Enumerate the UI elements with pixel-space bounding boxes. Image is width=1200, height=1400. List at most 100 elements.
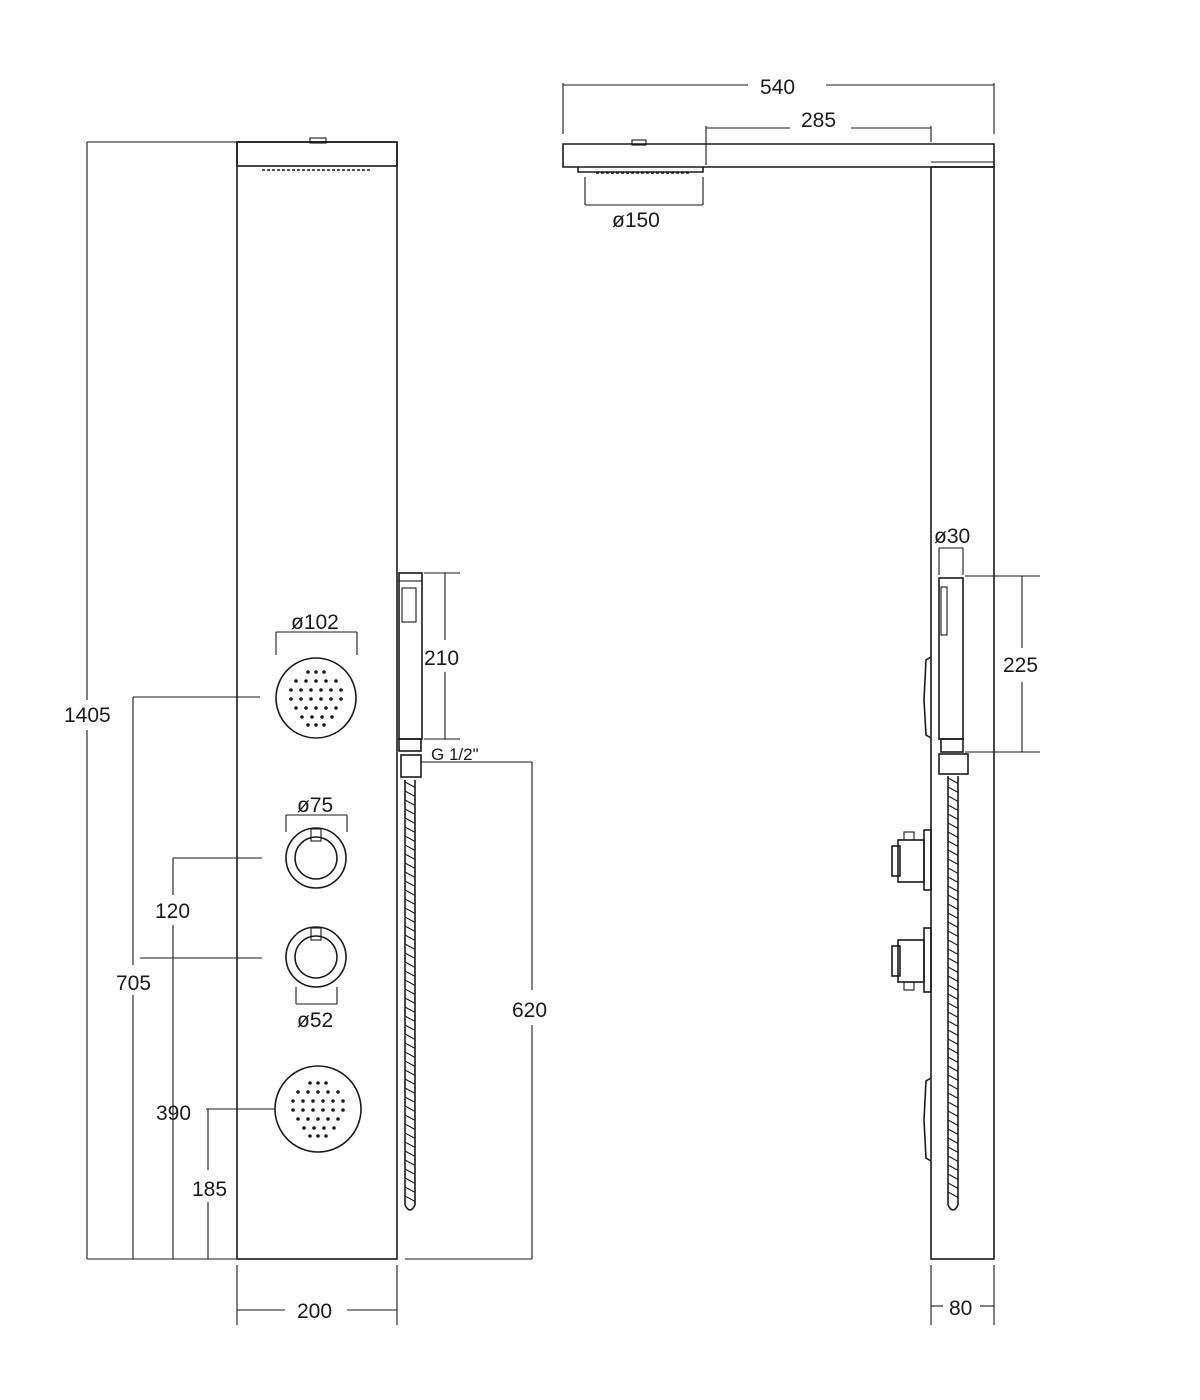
upper-body-jet: [275, 657, 357, 739]
dim-head-diameter: ø150: [612, 209, 660, 232]
side-upper-knob: [891, 829, 932, 891]
nozzle-dot: [302, 1126, 306, 1130]
nozzle-dot: [319, 697, 323, 701]
nozzle-dot: [341, 1108, 345, 1112]
dim-knob-spacing: 120: [155, 900, 190, 923]
nozzle-dot: [334, 706, 338, 710]
nozzle-dot: [309, 688, 313, 692]
front-top-button: [309, 137, 327, 144]
nozzle-dot: [324, 679, 328, 683]
nozzle-dot: [314, 679, 318, 683]
dim-total-projection: 540: [760, 76, 795, 99]
nozzle-dot: [324, 1081, 328, 1085]
side-top-button: [631, 139, 647, 146]
upper-jet-nozzles: [289, 670, 343, 727]
side-rainhead: [577, 167, 704, 174]
nozzle-dot: [329, 697, 333, 701]
dim-connection-thread: G 1/2": [431, 745, 479, 764]
dim-arm-length: 285: [801, 109, 836, 132]
nozzle-dot: [309, 697, 313, 701]
nozzle-dot: [308, 1081, 312, 1085]
nozzle-dot: [320, 715, 324, 719]
nozzle-dot: [289, 688, 293, 692]
nozzle-dot: [312, 1126, 316, 1130]
nozzle-dot: [289, 697, 293, 701]
side-view: [562, 139, 995, 1260]
dim-jet-diameter: ø102: [291, 611, 339, 634]
dim-height-total: 1405: [64, 704, 111, 727]
nozzle-dot: [319, 688, 323, 692]
side-handshower: [938, 577, 969, 775]
dim-hose-outlet-height: 620: [512, 999, 547, 1022]
front-dimensions: 1405 705 120 390 185 200 ø102 ø: [64, 141, 547, 1325]
nozzle-dot: [299, 688, 303, 692]
nozzle-dot: [296, 1117, 300, 1121]
side-top-arm: [562, 143, 995, 168]
nozzle-dot: [314, 670, 318, 674]
nozzle-dot: [291, 1108, 295, 1112]
nozzle-dot: [301, 1099, 305, 1103]
front-hose: [404, 780, 416, 1211]
nozzle-dot: [324, 1134, 328, 1138]
nozzle-dot: [322, 723, 326, 727]
side-hose: [947, 776, 959, 1211]
dim-lower-knob-height: 705: [116, 972, 151, 995]
dim-handshower-length-side: 225: [1003, 654, 1038, 677]
nozzle-dot: [330, 715, 334, 719]
front-panel-top-cap: [236, 141, 398, 167]
nozzle-dot: [336, 1117, 340, 1121]
dim-knob-outer-dia: ø75: [297, 794, 333, 817]
nozzle-dot: [326, 1117, 330, 1121]
nozzle-dot: [300, 715, 304, 719]
dim-width: 200: [297, 1300, 332, 1323]
side-dimensions: 540 285 ø150 ø30 225 80: [562, 76, 1040, 1325]
nozzle-dot: [324, 706, 328, 710]
nozzle-dot: [304, 706, 308, 710]
nozzle-dot: [331, 1099, 335, 1103]
dim-lower-jet-height: 390: [156, 1102, 191, 1125]
nozzle-dot: [329, 688, 333, 692]
nozzle-dot: [304, 679, 308, 683]
dim-handshower-dia: ø30: [934, 525, 970, 548]
nozzle-dot: [294, 679, 298, 683]
nozzle-dot: [306, 1090, 310, 1094]
nozzle-dot: [316, 1090, 320, 1094]
nozzle-dot: [322, 1126, 326, 1130]
nozzle-dot: [322, 670, 326, 674]
lower-control-knob: [285, 926, 347, 988]
dim-bottom-offset: 185: [192, 1178, 227, 1201]
nozzle-dot: [316, 1134, 320, 1138]
nozzle-dot: [332, 1126, 336, 1130]
front-handshower: [398, 572, 423, 778]
nozzle-dot: [331, 1108, 335, 1112]
lower-jet-nozzles: [291, 1081, 345, 1138]
upper-control-knob: [285, 827, 347, 889]
nozzle-dot: [296, 1090, 300, 1094]
nozzle-dot: [334, 679, 338, 683]
nozzle-dot: [299, 697, 303, 701]
lower-body-jet: [274, 1065, 362, 1153]
nozzle-dot: [314, 706, 318, 710]
nozzle-dot: [314, 723, 318, 727]
nozzle-dot: [316, 1081, 320, 1085]
nozzle-dot: [311, 1099, 315, 1103]
nozzle-dot: [326, 1090, 330, 1094]
nozzle-dot: [306, 1117, 310, 1121]
nozzle-dot: [336, 1090, 340, 1094]
side-upper-jet: [923, 656, 932, 739]
front-rainhead-nozzles: [258, 165, 376, 171]
dim-depth: 80: [949, 1297, 972, 1320]
nozzle-dot: [306, 670, 310, 674]
nozzle-dot: [339, 697, 343, 701]
nozzle-dot: [308, 1134, 312, 1138]
nozzle-dot: [306, 723, 310, 727]
nozzle-dot: [294, 706, 298, 710]
nozzle-dot: [321, 1099, 325, 1103]
nozzle-dot: [311, 1108, 315, 1112]
nozzle-dot: [301, 1108, 305, 1112]
side-lower-jet: [923, 1077, 932, 1162]
side-lower-knob: [891, 927, 932, 993]
nozzle-dot: [339, 688, 343, 692]
dim-knob-inner-dia: ø52: [297, 1009, 333, 1032]
nozzle-dot: [310, 715, 314, 719]
